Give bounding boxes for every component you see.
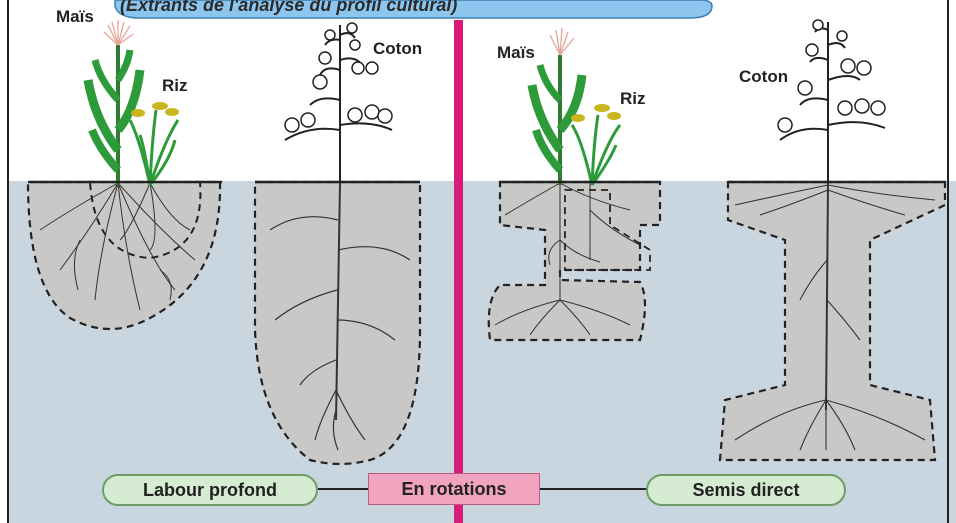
label-rice-left: Riz — [162, 77, 188, 94]
label-in-rotations: En rotations — [368, 473, 540, 505]
label-cotton-left: Coton — [373, 40, 422, 57]
cotton-plant-right — [778, 20, 885, 183]
diagram-title: (Extrants de l'analyse du profil cultura… — [120, 0, 680, 14]
label-cotton-right: Coton — [739, 68, 788, 85]
center-divider — [454, 20, 463, 523]
label-maize-right: Maïs — [497, 44, 535, 61]
maize-plant-left — [88, 20, 140, 185]
maize-tassel-left — [104, 20, 133, 45]
label-maize-left: Maïs — [56, 8, 94, 25]
maize-plant-right — [532, 28, 582, 185]
rice-plant-left — [130, 102, 179, 185]
label-direct-seeding: Semis direct — [646, 474, 846, 506]
label-deep-tillage: Labour profond — [102, 474, 318, 506]
label-rice-right: Riz — [620, 90, 646, 107]
rice-plant-right — [571, 104, 621, 185]
maize-tassel-right — [550, 28, 574, 55]
